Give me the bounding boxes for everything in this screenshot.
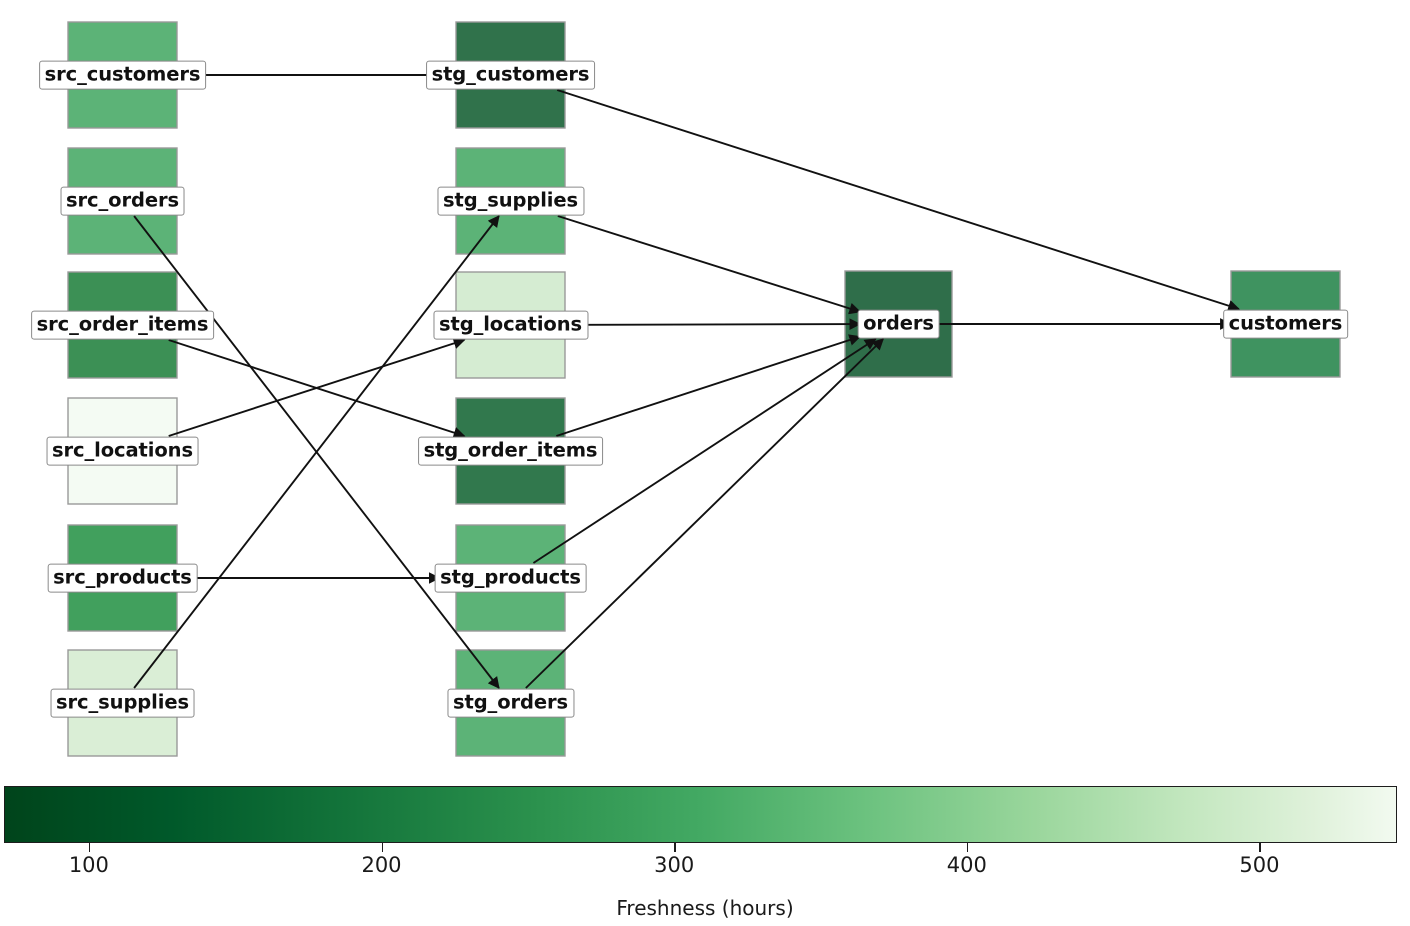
node-label-stg_orders[interactable]: stg_orders	[446, 688, 575, 718]
edge-lines-group	[133, 74, 1240, 689]
node-label-src_products[interactable]: src_products	[47, 563, 198, 593]
colorbar-axis-label: Freshness (hours)	[616, 896, 794, 920]
colorbar-tick-400	[966, 843, 969, 852]
node-label-stg_supplies[interactable]: stg_supplies	[436, 186, 585, 216]
node-label-src_locations[interactable]: src_locations	[46, 436, 199, 466]
colorbar-tick-100	[88, 843, 91, 852]
colorbar-tick-label-200: 200	[361, 853, 402, 877]
colorbar-tick-label-500: 500	[1239, 853, 1280, 877]
node-label-src_supplies[interactable]: src_supplies	[50, 688, 195, 718]
colorbar	[4, 786, 1397, 843]
colorbar-tick-label-400: 400	[946, 853, 987, 877]
node-label-stg_locations[interactable]: stg_locations	[432, 310, 589, 340]
colorbar-tick-200	[381, 843, 384, 852]
edge-src_locations-to-stg_locations	[168, 337, 466, 437]
edge-stg_orders-to-orders	[525, 338, 884, 689]
colorbar-tick-label-300: 300	[654, 853, 695, 877]
colorbar-tick-500	[1259, 843, 1262, 852]
colorbar-gradient	[5, 787, 1396, 842]
edge-stg_products-to-orders	[532, 338, 877, 564]
colorbar-tick-label-100: 100	[68, 853, 109, 877]
node-label-stg_products[interactable]: stg_products	[434, 563, 587, 593]
edge-stg_order_items-to-orders	[556, 334, 862, 437]
node-label-stg_order_items[interactable]: stg_order_items	[417, 436, 604, 466]
node-label-src_customers[interactable]: src_customers	[38, 60, 207, 90]
node-rectangles-group	[67, 21, 1341, 757]
colorbar-tick-300	[674, 843, 676, 852]
node-label-customers[interactable]: customers	[1222, 309, 1349, 339]
node-label-src_orders[interactable]: src_orders	[60, 186, 185, 216]
edge-stg_customers-to-customers	[556, 89, 1240, 312]
edge-stg_supplies-to-orders	[557, 215, 862, 315]
node-label-src_order_items[interactable]: src_order_items	[30, 310, 215, 340]
node-label-stg_customers[interactable]: stg_customers	[425, 60, 596, 90]
edge-stg_locations-to-orders	[587, 318, 862, 331]
edge-src_supplies-to-stg_supplies	[133, 215, 500, 689]
node-label-orders[interactable]: orders	[857, 309, 940, 339]
